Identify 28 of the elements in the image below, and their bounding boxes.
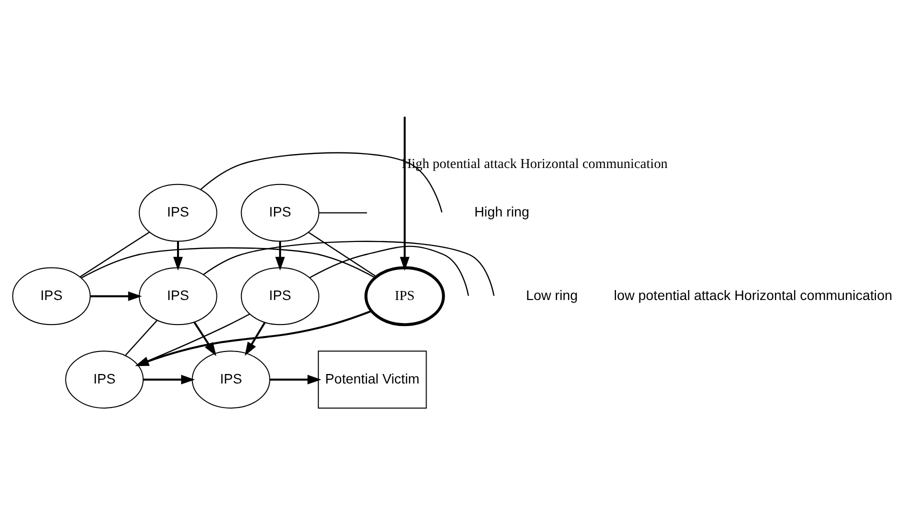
arrow bbox=[193, 322, 216, 356]
connector bbox=[200, 152, 442, 213]
node-box: Potential Victim bbox=[318, 350, 427, 409]
node-ellipse: IPS bbox=[138, 184, 218, 242]
label: low potential attack Horizontal communication bbox=[614, 288, 892, 303]
node-ellipse: IPS bbox=[65, 350, 144, 409]
arrow bbox=[90, 291, 142, 302]
arrow bbox=[244, 322, 266, 356]
arrow bbox=[143, 374, 195, 384]
connector bbox=[318, 212, 368, 214]
connector bbox=[80, 232, 150, 278]
node-ellipse: IPS bbox=[240, 184, 320, 242]
connector bbox=[310, 246, 469, 296]
arrow bbox=[173, 241, 183, 271]
node-ellipse: IPS bbox=[192, 350, 270, 409]
label: Low ring bbox=[526, 288, 578, 303]
node-ellipse: IPS bbox=[138, 267, 218, 326]
arrow bbox=[275, 241, 285, 271]
connector bbox=[124, 320, 158, 356]
connector bbox=[81, 247, 376, 278]
arrow bbox=[270, 374, 322, 384]
label: High ring bbox=[474, 204, 530, 220]
connector bbox=[203, 240, 495, 296]
arrow bbox=[400, 116, 410, 271]
node-ellipse: IPS bbox=[240, 267, 320, 326]
node-ellipse: IPS bbox=[12, 267, 91, 326]
connector bbox=[308, 232, 376, 278]
node-ellipse: IPS bbox=[364, 266, 445, 326]
